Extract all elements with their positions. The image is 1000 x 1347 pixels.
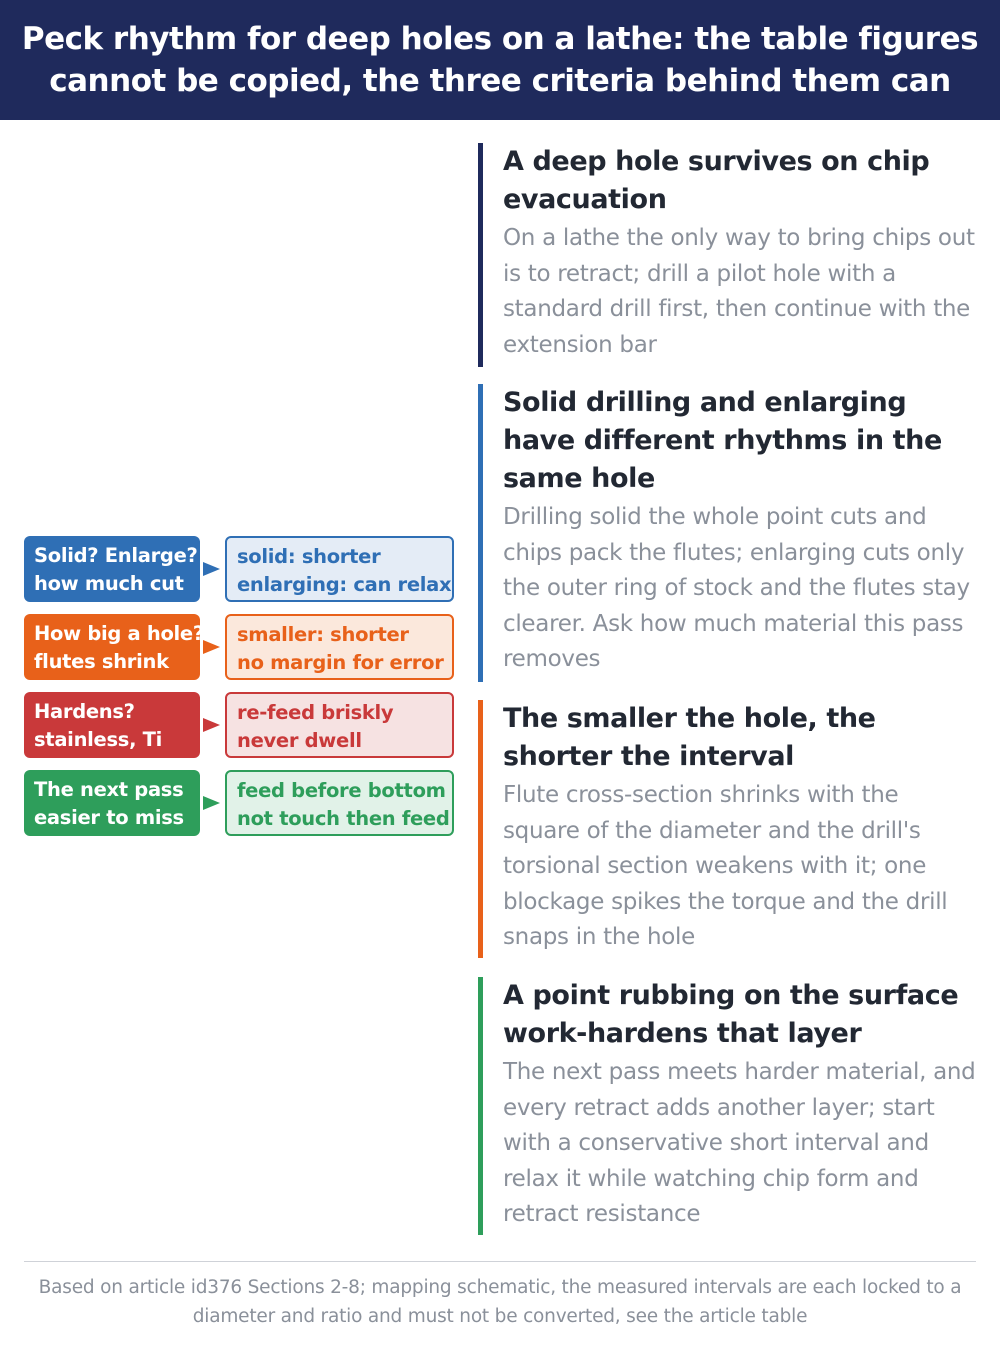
criterion-card-work-hardening: A point rubbing on the surface work-hard… xyxy=(478,977,978,1235)
criterion-card-title: A point rubbing on the surface work-hard… xyxy=(503,980,959,1049)
criterion-card-chip-evacuation: A deep hole survives on chip evacuation … xyxy=(478,143,978,367)
answer-line: never dwell xyxy=(237,729,362,752)
question-line: The next pass xyxy=(34,778,184,801)
question-box-hole-size: How big a hole? flutes shrink xyxy=(24,614,200,680)
footer-line-2: diameter and ratio and must not be conve… xyxy=(192,1306,808,1327)
question-line: how much cut xyxy=(34,572,184,595)
criterion-card-body: Flute cross-section shrinks with the squ… xyxy=(503,782,948,950)
criterion-card-hole-size: The smaller the hole, the shorter the in… xyxy=(478,700,978,958)
question-line: easier to miss xyxy=(34,806,184,829)
answer-box-solid-enlarge: solid: shorter enlarging: can relax xyxy=(225,536,454,602)
arrow-icon xyxy=(203,640,220,654)
footer-line-1: Based on article id376 Sections 2-8; map… xyxy=(38,1277,962,1298)
answer-line: enlarging: can relax xyxy=(237,573,452,596)
answer-line: solid: shorter xyxy=(237,545,381,568)
answer-box-next-pass: feed before bottom not touch then feed xyxy=(225,770,454,836)
answer-line: feed before bottom xyxy=(237,779,446,802)
question-line: How big a hole? xyxy=(34,622,200,645)
page-title: Peck rhythm for deep holes on a lathe: t… xyxy=(0,0,1000,120)
arrow-icon xyxy=(203,718,220,732)
criterion-card-body: Drilling solid the whole point cuts and … xyxy=(503,504,970,672)
criterion-card-title: A deep hole survives on chip evacuation xyxy=(503,146,930,215)
answer-line: not touch then feed xyxy=(237,807,450,830)
page-title-line-2: cannot be copied, the three criteria beh… xyxy=(49,63,951,99)
question-line: stainless, Ti xyxy=(34,728,163,751)
footer-divider xyxy=(24,1261,976,1262)
criterion-card-body: The next pass meets harder material, and… xyxy=(503,1059,976,1227)
question-box-solid-enlarge: Solid? Enlarge? how much cut xyxy=(24,536,200,602)
criterion-card-title: Solid drilling and enlarging have differ… xyxy=(503,387,942,494)
page-title-line-1: Peck rhythm for deep holes on a lathe: t… xyxy=(21,21,979,57)
criterion-card-body: On a lathe the only way to bring chips o… xyxy=(503,225,975,358)
criterion-card-title: The smaller the hole, the shorter the in… xyxy=(503,703,876,772)
answer-line: re-feed briskly xyxy=(237,701,394,724)
answer-line: smaller: shorter xyxy=(237,623,409,646)
answer-box-hole-size: smaller: shorter no margin for error xyxy=(225,614,454,680)
question-box-next-pass: The next pass easier to miss xyxy=(24,770,200,836)
question-line: flutes shrink xyxy=(34,650,169,673)
arrow-icon xyxy=(203,796,220,810)
question-line: Hardens? xyxy=(34,700,135,723)
answer-line: no margin for error xyxy=(237,651,444,674)
question-box-hardens: Hardens? stainless, Ti xyxy=(24,692,200,758)
footer-note: Based on article id376 Sections 2-8; map… xyxy=(30,1273,970,1331)
arrow-icon xyxy=(203,562,220,576)
answer-box-hardens: re-feed briskly never dwell xyxy=(225,692,454,758)
question-line: Solid? Enlarge? xyxy=(34,544,198,567)
criterion-card-solid-vs-enlarging: Solid drilling and enlarging have differ… xyxy=(478,384,978,682)
